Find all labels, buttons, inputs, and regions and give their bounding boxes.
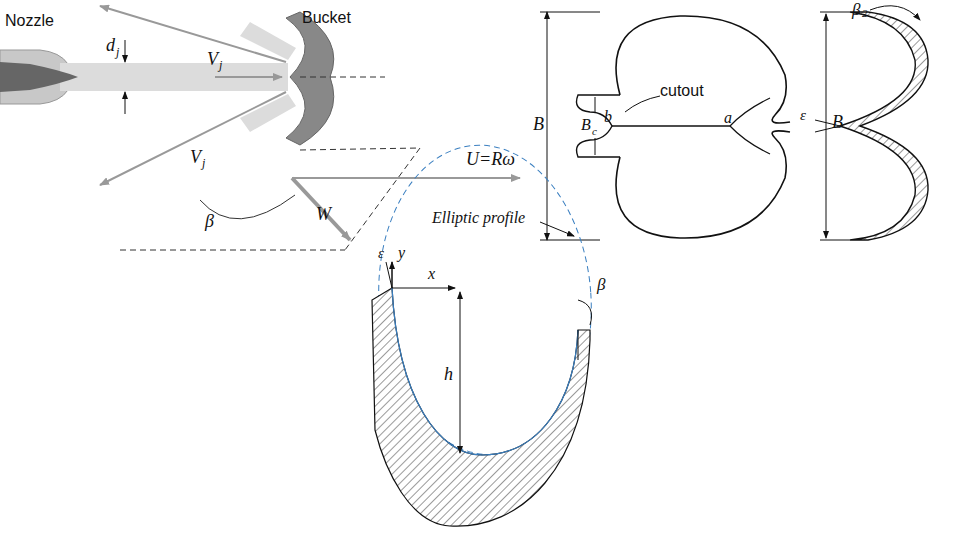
symbol: β xyxy=(597,276,605,293)
symbol: d xyxy=(106,36,115,54)
symbol: b xyxy=(604,109,612,125)
symbol: ε xyxy=(800,108,806,123)
part-name: Bucket xyxy=(302,10,351,26)
symbol: β xyxy=(852,1,860,18)
axis-label: y xyxy=(398,245,405,261)
subscript: j xyxy=(202,157,205,169)
symbol: W xyxy=(316,205,331,223)
symbol: V xyxy=(190,148,201,166)
dimension: h xyxy=(444,365,453,383)
axis-label: x xyxy=(428,266,435,282)
dimension: B xyxy=(533,115,544,133)
symbol: β xyxy=(205,212,214,230)
symbol: V xyxy=(207,50,218,68)
dimension: B xyxy=(832,113,843,131)
symbol: U=Rω xyxy=(466,150,515,168)
dimension: B xyxy=(581,117,591,133)
part-name: cutout xyxy=(660,83,704,99)
subscript: j xyxy=(116,46,119,58)
note: Elliptic profile xyxy=(432,210,525,226)
subscript: 2 xyxy=(862,8,868,19)
symbol: a xyxy=(724,110,732,126)
subscript: c xyxy=(592,126,597,137)
subscript: j xyxy=(219,59,222,71)
symbol: ε xyxy=(378,246,384,261)
part-name: Nozzle xyxy=(5,13,54,29)
